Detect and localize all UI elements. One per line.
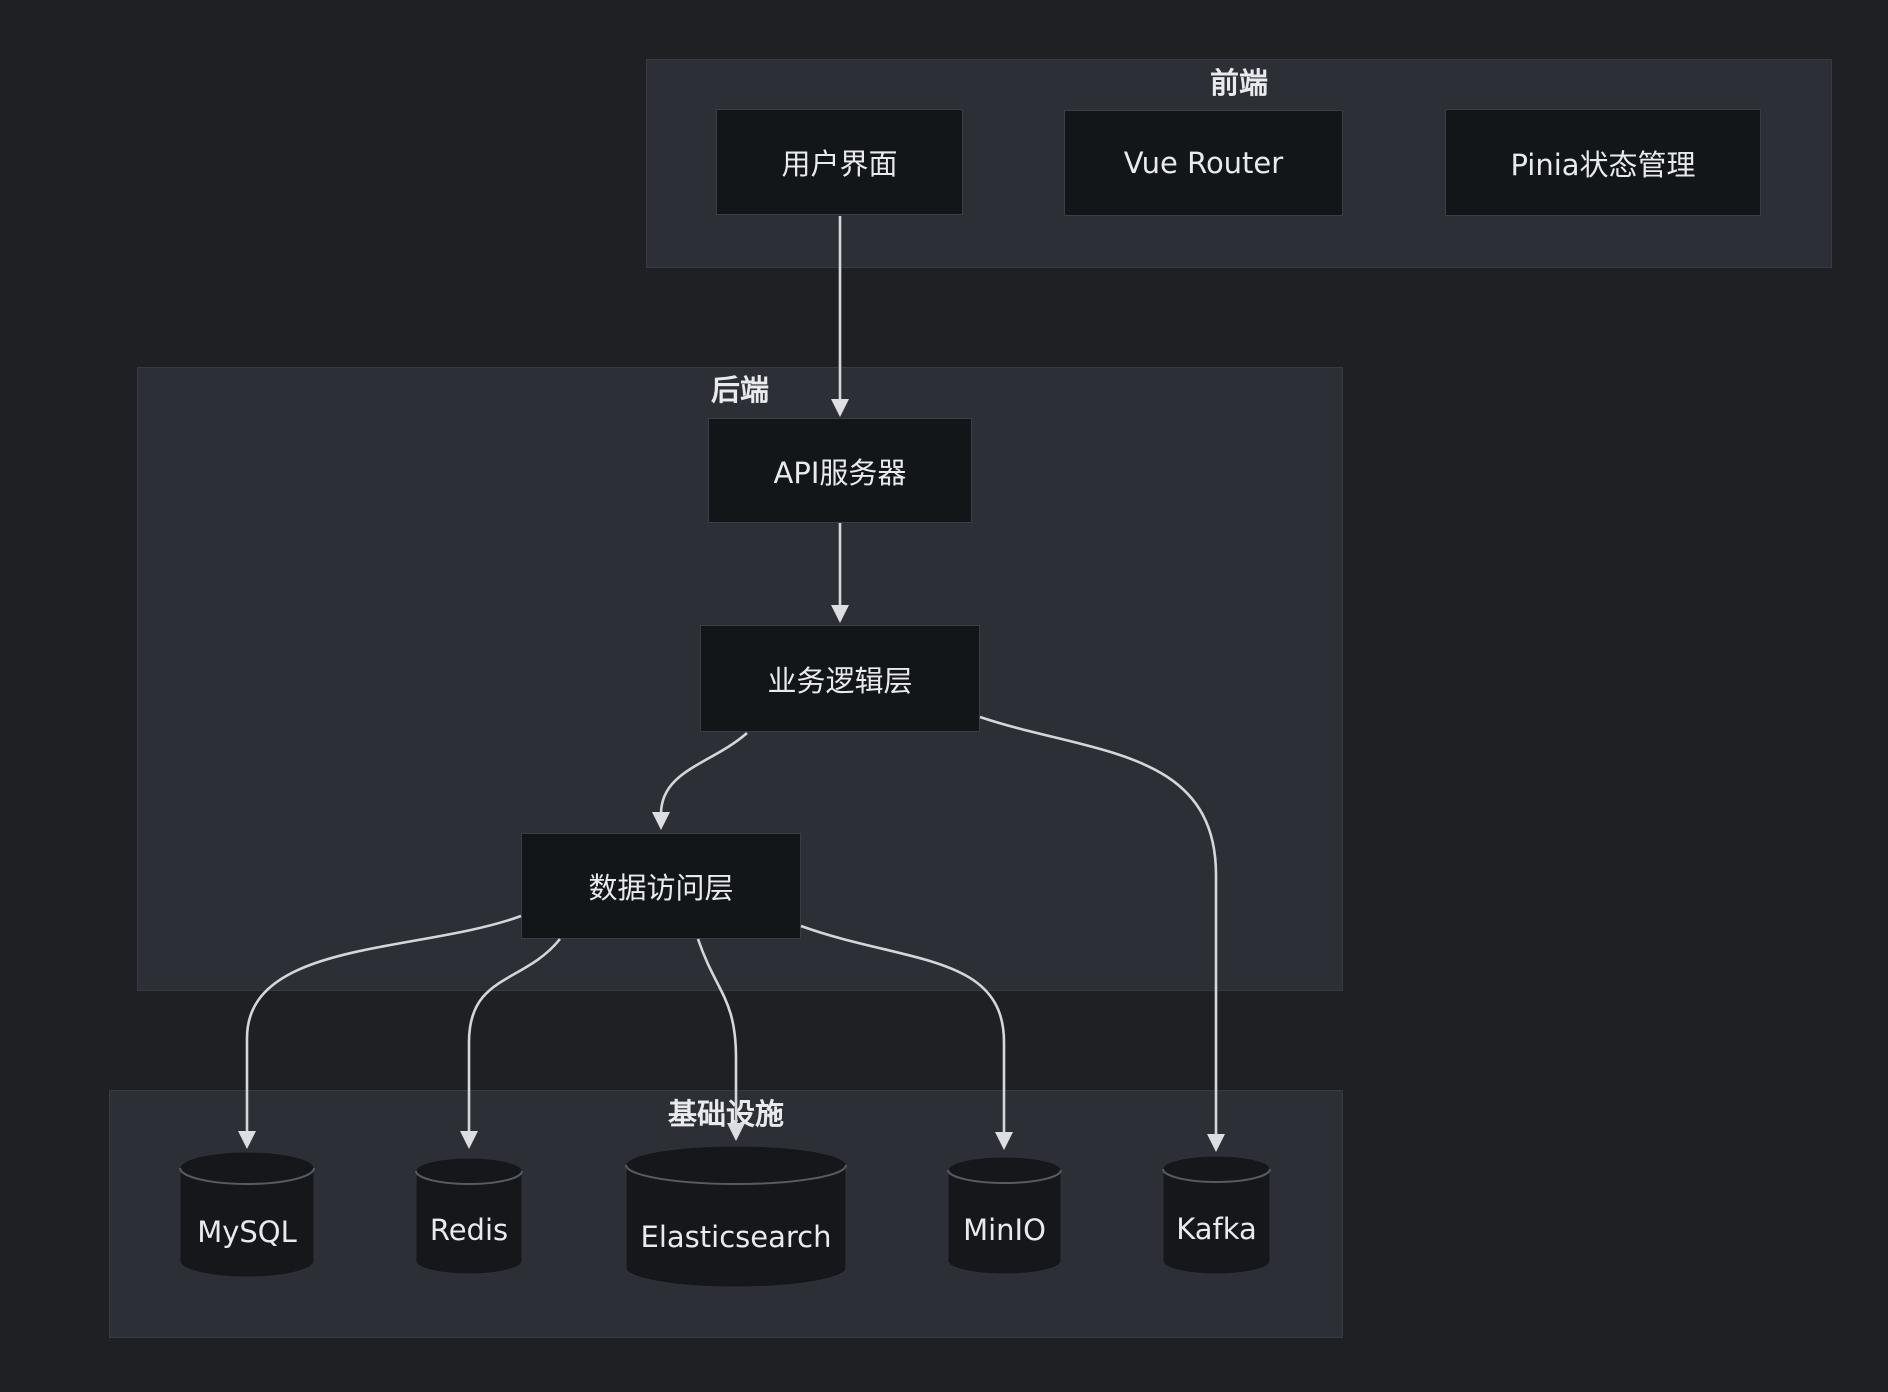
node-vue-router-label: Vue Router — [1123, 146, 1284, 180]
node-api-server-label: API服务器 — [773, 455, 907, 490]
node-vue-router: Vue Router — [1064, 110, 1343, 216]
group-infrastructure-label: 基础设施 — [667, 1097, 784, 1131]
node-business-logic-layer-label: 业务逻辑层 — [767, 663, 913, 698]
node-redis: Redis — [415, 1157, 523, 1275]
node-kafka: Kafka — [1162, 1155, 1271, 1275]
node-data-access-layer-label: 数据访问层 — [588, 871, 734, 905]
node-minio-label: MinIO — [963, 1212, 1046, 1247]
mysql-cylinder-icon — [179, 1151, 315, 1278]
node-business-logic-layer: 业务逻辑层 — [700, 625, 980, 732]
node-redis-label: Redis — [429, 1213, 509, 1247]
elasticsearch-cylinder-icon — [625, 1145, 847, 1288]
node-mysql: MySQL — [179, 1151, 315, 1278]
group-backend-label: 后端 — [710, 373, 769, 407]
node-elasticsearch-label: Elasticsearch — [640, 1219, 832, 1254]
kafka-cylinder-icon — [1162, 1155, 1271, 1275]
node-user-interface-label: 用户界面 — [781, 147, 898, 181]
node-pinia-state-label: Pinia状态管理 — [1510, 147, 1696, 182]
node-pinia-state: Pinia状态管理 — [1445, 109, 1761, 216]
node-minio: MinIO — [947, 1156, 1062, 1275]
node-mysql-label: MySQL — [197, 1214, 297, 1249]
node-data-access-layer: 数据访问层 — [521, 833, 801, 939]
node-api-server: API服务器 — [708, 418, 972, 523]
group-frontend-label: 前端 — [1209, 66, 1268, 100]
node-kafka-label: Kafka — [1176, 1212, 1257, 1246]
minio-cylinder-icon — [947, 1156, 1062, 1275]
redis-cylinder-icon — [415, 1157, 523, 1275]
node-user-interface: 用户界面 — [716, 109, 963, 215]
node-elasticsearch: Elasticsearch — [625, 1145, 847, 1288]
